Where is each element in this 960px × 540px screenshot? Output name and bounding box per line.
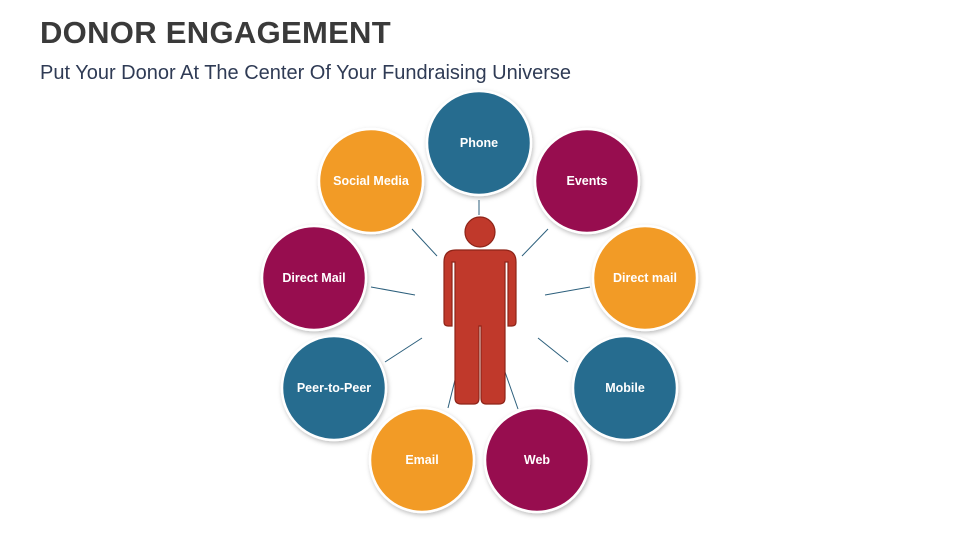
channel-node-social-media: Social Media — [317, 127, 425, 235]
channel-label: Events — [567, 174, 608, 188]
channel-label: Direct mail — [613, 271, 677, 285]
channel-label: Email — [405, 453, 438, 467]
slide-title: DONOR ENGAGEMENT — [40, 15, 391, 50]
connector-lines — [370, 200, 591, 410]
channel-label: Phone — [460, 136, 498, 150]
channel-circle — [368, 406, 476, 514]
connector-line — [504, 371, 519, 410]
channel-circle — [591, 224, 699, 332]
connector-line — [384, 337, 423, 363]
channel-node-web: Web — [483, 406, 591, 514]
connector-line — [411, 228, 438, 257]
channel-label: Peer-to-Peer — [297, 381, 371, 395]
channel-node-events: Events — [533, 127, 641, 235]
slide-subtitle: Put Your Donor At The Center Of Your Fun… — [40, 62, 572, 84]
channel-circle — [425, 89, 533, 197]
connector-line — [537, 337, 569, 363]
channel-circle — [571, 334, 679, 442]
channel-label: Social Media — [333, 174, 410, 188]
channel-circle — [280, 334, 388, 442]
connector-line — [521, 228, 549, 257]
channel-node-direct-mail: Direct mail — [591, 224, 699, 332]
channel-circle — [483, 406, 591, 514]
channel-circle — [260, 224, 368, 332]
channel-label: Web — [524, 453, 551, 467]
connector-line — [544, 286, 591, 296]
channel-node-peer-to-peer: Peer-to-Peer — [280, 334, 388, 442]
channel-node-mobile: Mobile — [571, 334, 679, 442]
channel-node-phone: Phone — [425, 89, 533, 197]
channel-node-email: Email — [368, 406, 476, 514]
channel-label: Direct Mail — [282, 271, 345, 285]
channel-node-direct-mail: Direct Mail — [260, 224, 368, 332]
channel-circle — [533, 127, 641, 235]
channel-label: Mobile — [605, 381, 645, 395]
person-icon — [443, 216, 517, 405]
connector-line — [370, 286, 416, 296]
channel-circle — [317, 127, 425, 235]
